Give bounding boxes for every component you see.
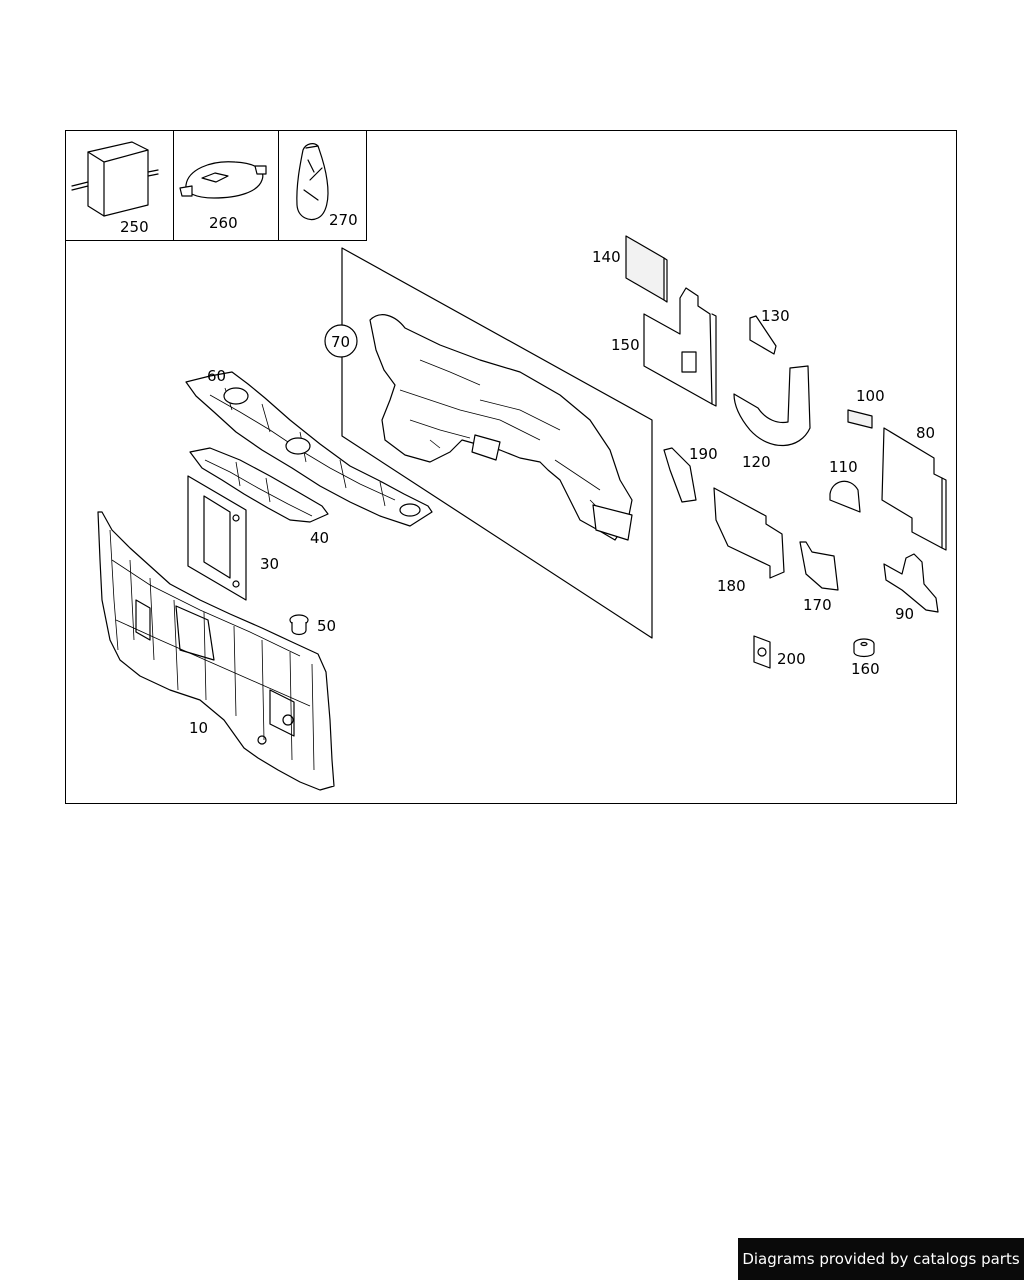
part-90-bracket-pad: 90 xyxy=(883,553,939,623)
callout-100: 100 xyxy=(856,387,885,405)
callout-150: 150 xyxy=(611,336,640,354)
callout-40: 40 xyxy=(310,529,329,547)
callout-160: 160 xyxy=(851,660,880,678)
callout-140: 140 xyxy=(592,248,621,266)
callout-60: 60 xyxy=(207,367,226,385)
footer-credit-badge: Diagrams provided by catalogs parts xyxy=(738,1238,1024,1280)
callout-90: 90 xyxy=(895,605,914,623)
callout-120: 120 xyxy=(742,453,771,471)
part-100-pad: 100 xyxy=(847,387,885,429)
part-120-curved-mat: 120 xyxy=(733,365,811,471)
part-170-pad: 170 xyxy=(799,541,839,614)
callout-250: 250 xyxy=(120,218,149,236)
diagram-frame xyxy=(65,130,957,804)
callout-260: 260 xyxy=(209,214,238,232)
callout-80: 80 xyxy=(916,424,935,442)
part-130-wedge: 130 xyxy=(749,307,790,355)
callout-200: 200 xyxy=(777,650,806,668)
part-180-insulation-mat: 180 xyxy=(713,487,785,595)
part-200-square-seal: 200 xyxy=(753,635,806,669)
part-40-firewall-member: 40 xyxy=(189,447,329,547)
callout-50: 50 xyxy=(317,617,336,635)
part-140-pad: 140 xyxy=(592,235,668,303)
part-30-gasket-plate: 30 xyxy=(187,475,279,601)
callout-180: 180 xyxy=(717,577,746,595)
part-60-cowl-member: 60 xyxy=(185,367,433,527)
part-50-grommet: 50 xyxy=(289,614,336,636)
accessory-box-250: 250 xyxy=(65,130,174,241)
callout-70: 70 xyxy=(331,333,350,351)
callout-170: 170 xyxy=(803,596,832,614)
part-190-wedge: 190 xyxy=(663,445,718,503)
callout-270: 270 xyxy=(329,211,358,229)
callout-130: 130 xyxy=(761,307,790,325)
part-160-round-pad: 160 xyxy=(851,638,880,678)
part-80-insulation-mat: 80 xyxy=(881,424,947,551)
callout-10: 10 xyxy=(189,719,208,737)
part-150-insulation-mat: 150 xyxy=(611,287,717,407)
part-70-dashboard-insulation: 70 xyxy=(324,247,653,639)
callout-110: 110 xyxy=(829,458,858,476)
part-10-firewall-panel: 10 xyxy=(97,511,335,791)
callout-190: 190 xyxy=(689,445,718,463)
accessory-box-270: 270 xyxy=(278,130,367,241)
callout-30: 30 xyxy=(260,555,279,573)
accessory-box-260: 260 xyxy=(173,130,279,241)
part-110-dome-pad: 110 xyxy=(829,458,861,513)
